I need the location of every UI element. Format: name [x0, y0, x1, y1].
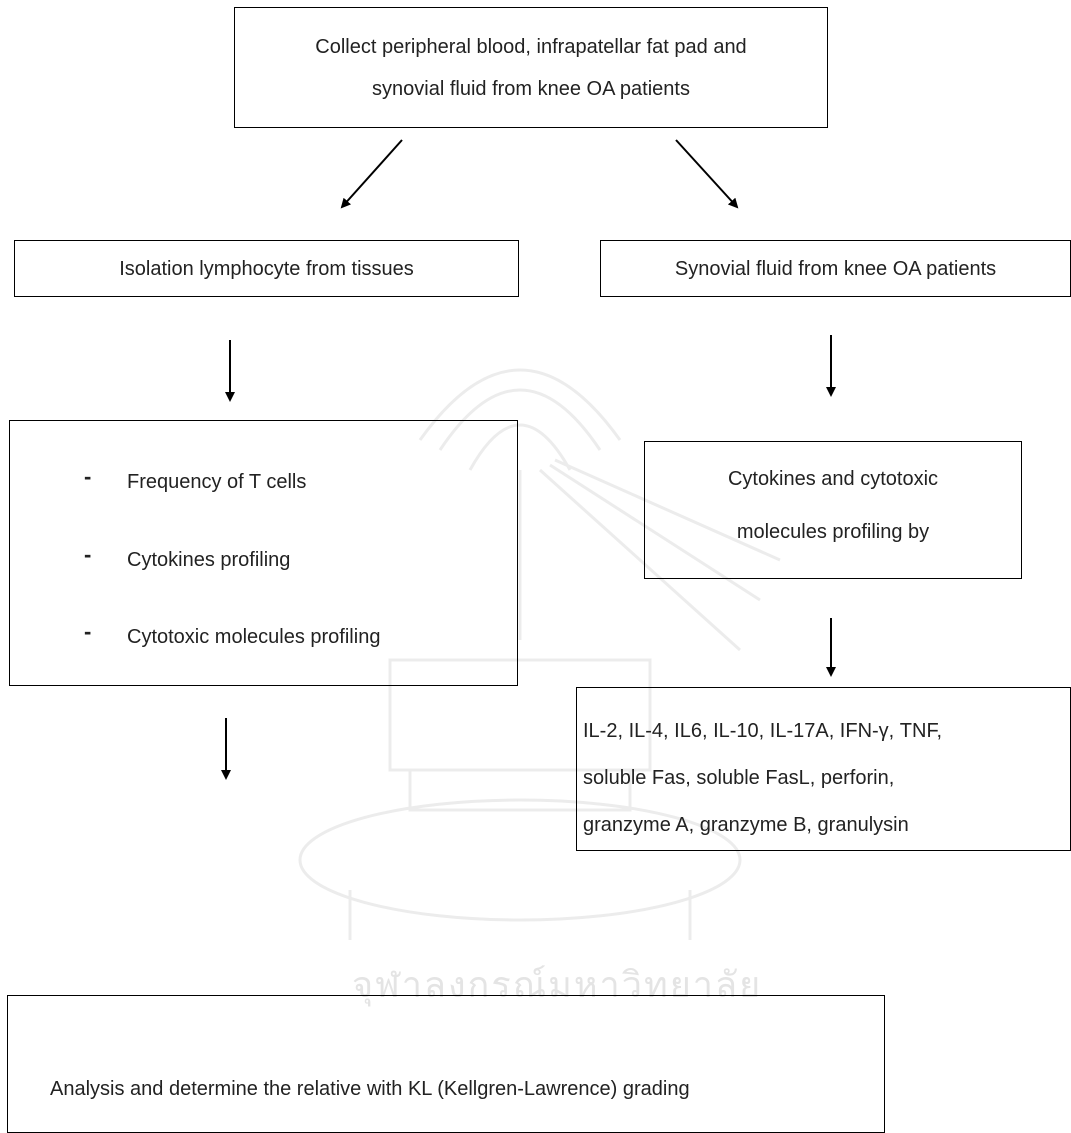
markers-line1: IL-2, IL-4, IL6, IL-10, IL-17A, IFN-γ, T… — [583, 720, 943, 742]
arrow-top-to-left — [340, 139, 403, 209]
profiling-line2: molecules profiling by — [736, 521, 930, 543]
isolation-box — [14, 240, 519, 297]
analysis-box — [7, 995, 885, 1133]
isolation-label: Isolation lymphocyte from tissues — [119, 258, 414, 280]
list-bullet-1: - — [84, 464, 92, 489]
collect-samples-line1: Collect peripheral blood, infrapatellar … — [315, 36, 747, 58]
analysis-label: Analysis and determine the relative with… — [50, 1078, 690, 1100]
arrow-top-to-right — [675, 139, 739, 209]
list-item-frequency: Frequency of T cells — [127, 471, 307, 493]
profiling-line1: Cytokines and cytotoxic — [727, 468, 939, 490]
watermark-caption: จุฬาลงกรณ์มหาวิทยาลัย — [352, 965, 763, 1006]
markers-line2: soluble Fas, soluble FasL, perforin, — [583, 767, 895, 789]
list-item-cytokines: Cytokines profiling — [127, 549, 291, 571]
collect-samples-box — [234, 7, 828, 128]
list-bullet-2: - — [84, 542, 92, 567]
list-bullet-3: - — [84, 619, 92, 644]
synovial-fluid-label: Synovial fluid from knee OA patients — [674, 258, 997, 280]
collect-samples-line2: synovial fluid from knee OA patients — [372, 78, 690, 100]
list-item-cytotoxic: Cytotoxic molecules profiling — [127, 626, 381, 648]
markers-line3: granzyme A, granzyme B, granulysin — [583, 814, 909, 836]
profiling-box — [644, 441, 1022, 579]
t-cell-analysis-box — [9, 420, 518, 686]
